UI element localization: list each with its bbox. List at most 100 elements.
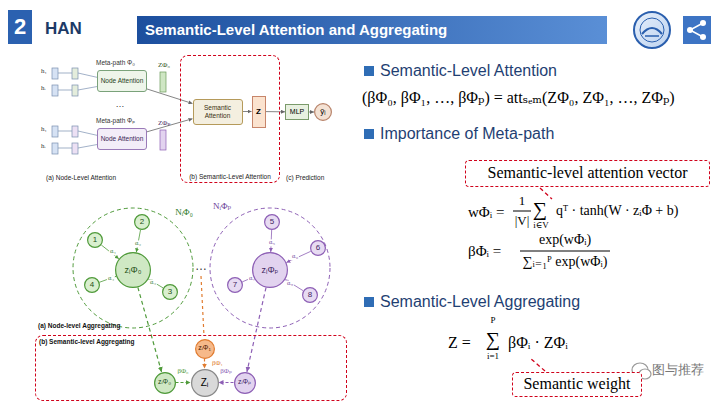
connector xyxy=(243,111,252,112)
formula: exp(wΦᵢ) xyxy=(539,232,591,249)
node-text: ỹᵢ xyxy=(320,107,325,116)
circle-outline xyxy=(303,288,318,303)
node-text: 1 xyxy=(93,235,97,244)
final-embedding-node: Zᵢ xyxy=(191,369,219,397)
connector xyxy=(247,288,266,372)
meta-path-label: Meta-path Φₚ xyxy=(96,117,135,125)
watermark: 图与推荐 xyxy=(652,362,704,378)
formula: ∑ xyxy=(486,327,500,351)
circle-outline xyxy=(195,339,214,358)
embedding-node: zᵢΦ₁ xyxy=(195,339,215,359)
circle-outline xyxy=(154,372,175,393)
neighbor-node: 4 xyxy=(84,277,100,293)
heading: HAN xyxy=(45,19,82,39)
ellipsis: … xyxy=(195,259,207,273)
callout-box: Semantic-level attention vector xyxy=(465,160,710,187)
formula: 1 xyxy=(519,193,526,209)
node-text: Semantic-level attention vector xyxy=(488,164,688,182)
share-icon xyxy=(683,16,711,44)
node-text: 7 xyxy=(233,280,237,289)
attention-weight: αᵢ₈ xyxy=(286,280,294,287)
caption: (a) Node-Level Attention xyxy=(46,174,116,182)
bullet-text: Importance of Meta-path xyxy=(380,124,554,143)
node-text: 2 xyxy=(140,217,144,226)
circle-outline xyxy=(228,278,243,293)
attention-weight: αᵢ₂ xyxy=(134,240,142,247)
connector xyxy=(138,287,162,372)
node-text: Zᵢ xyxy=(201,377,209,389)
circle-outline xyxy=(234,372,255,393)
node-text: zᵢΦₚ xyxy=(238,378,251,386)
neighbor-node: 2 xyxy=(134,214,150,230)
vector-label: ZΦₚ xyxy=(158,119,170,127)
callout-box: Semantic weight xyxy=(512,372,642,397)
circle-outline xyxy=(88,233,103,248)
node-text: Semantic weight xyxy=(523,375,630,393)
node-text: zᵢΦ₁ xyxy=(198,344,211,352)
meta-path-label: Meta-path Φ₀ xyxy=(96,59,135,67)
node-text: MLP xyxy=(290,108,304,116)
input-vectors xyxy=(52,68,166,154)
attention-box: Semantic Attention xyxy=(193,99,243,125)
node-text: 2 xyxy=(14,14,26,39)
formula: qᵀ · tanh(W · zᵢΦ + b) xyxy=(556,203,678,220)
node-text: Semantic-Level Attention and Aggregating xyxy=(145,21,447,38)
neighbor-node: 1 xyxy=(87,232,103,248)
circle-outline xyxy=(163,285,178,300)
connector xyxy=(101,245,119,259)
vector-label: hᵢ xyxy=(41,84,46,92)
node-text: 6 xyxy=(316,243,320,252)
attention-weight: αᵢ₁ xyxy=(109,248,117,255)
neighborhood-label: NᵢΦₚ xyxy=(212,201,232,212)
caption: (a) Node-level Aggregating xyxy=(38,322,120,330)
edge-label: βΦ₀ xyxy=(176,368,189,376)
ellipsis: … xyxy=(116,99,125,110)
node-text: (b) Semantic-level Aggregating xyxy=(39,338,134,345)
formula: i∈V xyxy=(533,220,549,231)
center-node: zᵢΦ₀ xyxy=(115,252,151,288)
attention-weight: αᵢ₆ xyxy=(291,253,299,260)
connector xyxy=(219,382,234,383)
vector-label: h₁ xyxy=(41,125,47,133)
node-text: 3 xyxy=(168,287,172,296)
bullet-text: Semantic-Level Aggregating xyxy=(380,292,580,311)
embedding-node: zᵢΦ₀ xyxy=(154,372,176,394)
title-bar: Semantic-Level Attention and Aggregating xyxy=(137,16,607,44)
bullet-text: Semantic-Level Attention xyxy=(380,61,557,80)
neighbor-node: 8 xyxy=(302,287,318,303)
formula: i=1 xyxy=(487,351,499,362)
formula: βΦᵢ · ZΦᵢ xyxy=(508,333,568,352)
circle-outline xyxy=(253,253,288,288)
connector xyxy=(309,112,314,113)
attention-box: Node Attention xyxy=(97,70,147,92)
vector-label: hᵢ xyxy=(41,142,46,150)
neighborhood xyxy=(73,208,330,328)
circle-outline xyxy=(135,215,150,230)
logo xyxy=(634,12,670,48)
formula: ∑ xyxy=(533,197,547,221)
formula: βΦᵢ = xyxy=(468,242,501,260)
neighbor-node: 7 xyxy=(227,277,243,293)
dashed-link xyxy=(201,276,204,336)
connector xyxy=(285,280,303,291)
formula: |V| xyxy=(515,213,530,229)
highlight-region: (b) Semantic-Level AttentionSemantic Att… xyxy=(180,55,280,183)
center-node: zᵢΦₚ xyxy=(252,252,288,288)
connector xyxy=(148,279,163,288)
node-text: Semantic Attention xyxy=(194,104,242,119)
output-node: ỹᵢ xyxy=(314,103,332,121)
node-text: Node Attention xyxy=(101,77,144,84)
embedding-box: Z xyxy=(252,96,266,128)
attention-weight: αᵢ₄ xyxy=(107,275,115,282)
circle-outline xyxy=(265,215,280,230)
attention-weight: αᵢ₅ xyxy=(268,239,276,246)
circle-outline xyxy=(311,241,326,256)
connector xyxy=(286,251,310,262)
caption: (c) Prediction xyxy=(286,174,324,182)
vector-label: ZΦ₀ xyxy=(158,61,170,69)
node-text: Z xyxy=(256,107,261,116)
neighborhood-label: NᵢΦ₀ xyxy=(174,207,194,218)
neighbor-node: 3 xyxy=(162,284,178,300)
node-text: zᵢΦ₀ xyxy=(125,265,142,275)
